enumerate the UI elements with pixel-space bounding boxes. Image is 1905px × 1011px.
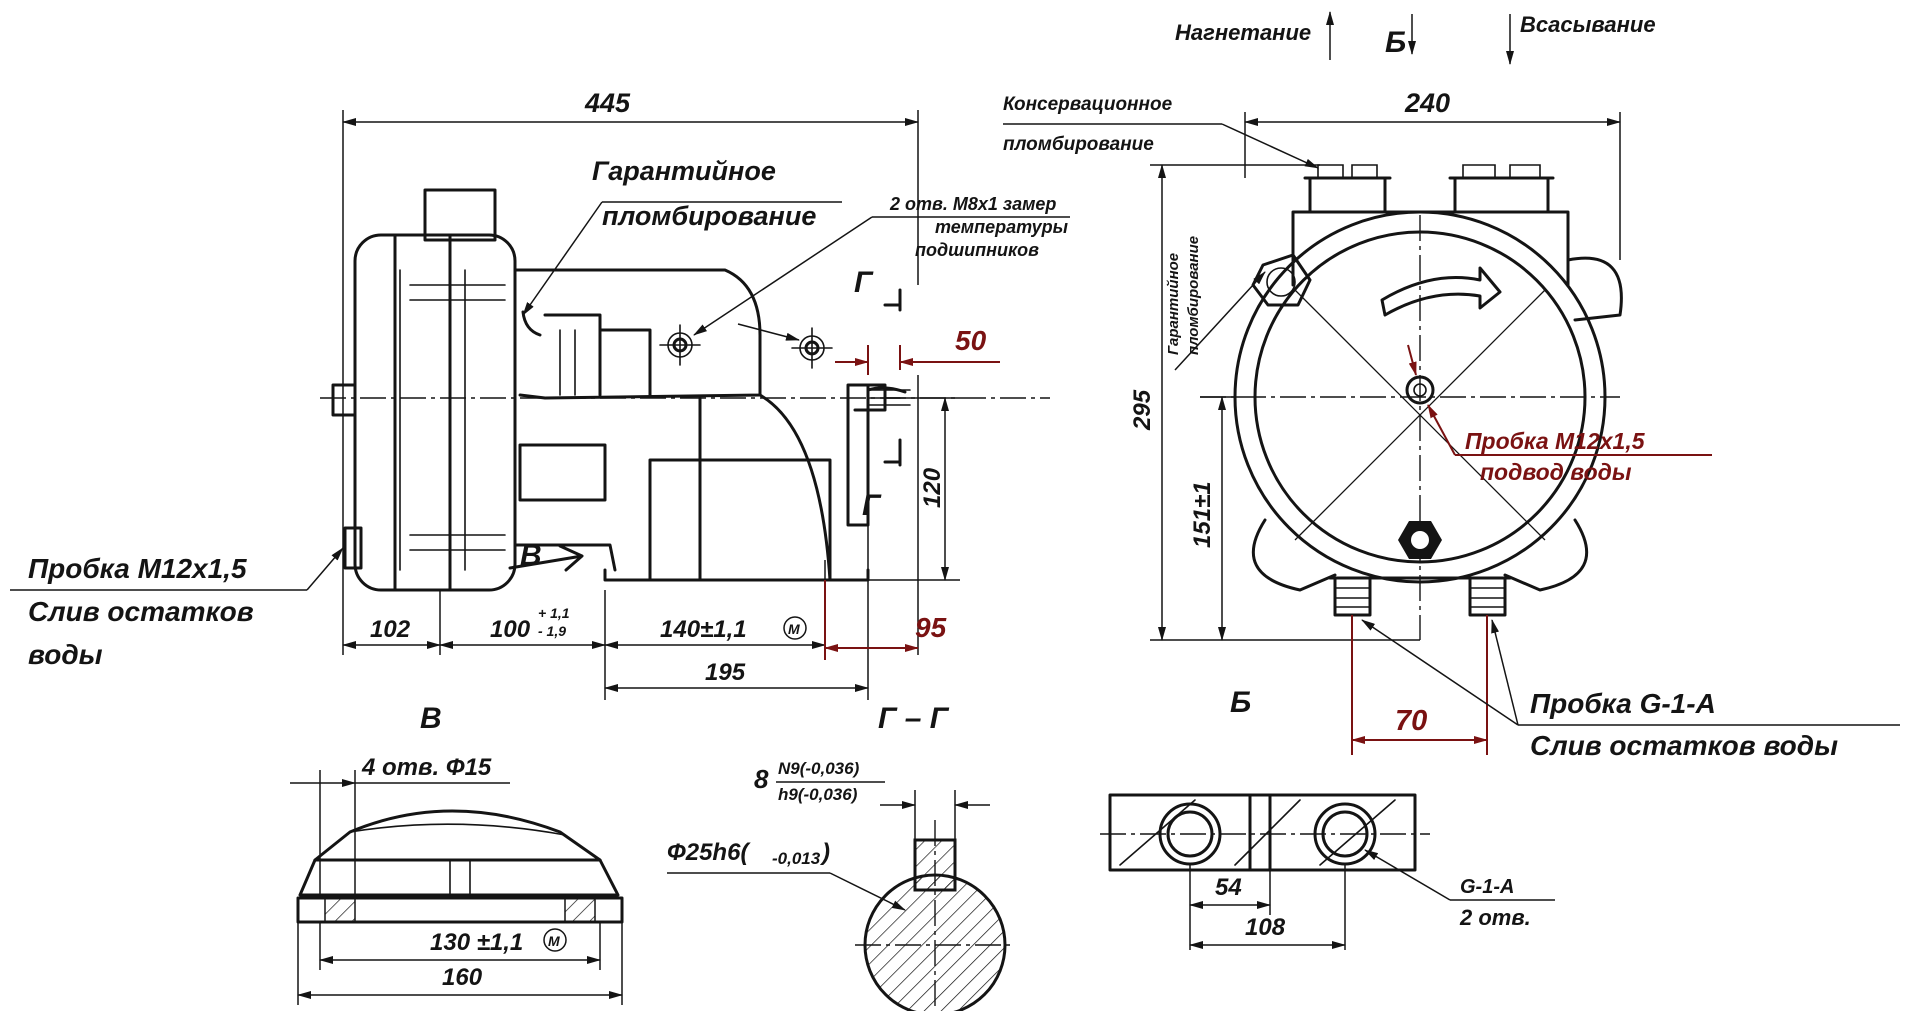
svg-text:M: M [548,933,560,949]
warranty-seal-line1: Гарантийное [592,156,776,186]
side-dim-95: 95 [915,612,947,643]
view-b-holes: 4 отв. Ф15 [361,754,492,781]
side-dim-100: 100 [490,616,531,643]
section-g-bottom-letter: Г [862,489,882,522]
view-b-direction-letter: Б [1385,26,1406,59]
dimension-m-mark [783,616,807,640]
view-b-arrow-letter: В [520,539,542,572]
bearing-holes-line1: 2 отв. М8х1 замер [889,194,1056,214]
outlet-flange: 54 108 G-1-A 2 отв. [1100,793,1555,950]
discharge-label: Нагнетание [1175,20,1311,45]
end-dim-height: 295 [1129,389,1156,431]
flange-thread: G-1-A [1460,876,1514,898]
side-view: 445 102 100 + 1,1 - 1,9 140±1,1 M 195 12… [10,88,1070,700]
g-plug-line1: Пробка G-1-A [1530,688,1716,719]
supply-plug-line1: Пробка М12х1,5 [1465,428,1646,454]
svg-text:M: M [788,621,800,637]
end-dim-151: 151±1 [1189,481,1216,548]
suction-label: Всасывание [1520,12,1656,37]
end-dim-width: 240 [1404,88,1450,118]
end-warranty-seal-line2: пломбирование [1185,236,1202,355]
side-dim-100-upper-tol: + 1,1 [538,605,570,621]
flange-count: 2 отв. [1459,905,1531,930]
shaft-diameter: Ф25h6( [667,839,751,866]
bearing-temperature-holes [659,324,833,369]
drain-plug-line3: воды [28,639,103,670]
side-dim-120: 120 [919,467,946,508]
key-tol-upper: N9(-0,036) [778,759,860,778]
view-b-title: Б [1230,686,1251,719]
side-dim-140: 140±1,1 [660,616,747,643]
side-dim-102: 102 [370,616,411,643]
flange-dim-108: 108 [1245,914,1286,941]
bearing-holes-line3: подшипников [915,240,1039,260]
section-g-g-title: Г – Г [878,702,950,735]
view-b-base: В 4 отв. Ф15 130 ±1,1 M 160 [290,702,624,1005]
shaft-tolerance: -0,013 [772,849,821,868]
drain-plug-line1: Пробка М12х1,5 [28,553,247,584]
side-dim-length: 445 [584,88,631,118]
side-dim-195: 195 [705,659,746,686]
pump-head [331,188,517,592]
end-dim-70: 70 [1395,705,1427,737]
key-width: 8 [754,764,769,794]
key-tol-lower: h9(-0,036) [778,785,858,804]
conservation-seal-line1: Консервационное [1003,94,1173,115]
bearing-holes-line2: температуры [935,217,1069,237]
g-plug-line2: Слив остатков воды [1530,730,1838,761]
section-g-top-letter: Г [854,266,874,299]
view-b-section-title: В [420,702,442,735]
view-b-dim-130: 130 ±1,1 [430,929,523,956]
end-view: 240 295 151±1 Консервационное пломбирова… [1003,88,1900,761]
shaft-close: ) [819,839,830,866]
drain-plug-line2: Слив остатков [28,596,254,627]
dimension-m-mark-b [543,928,567,952]
section-g-g: Г – Г 8 N9(-0,036) h9(-0,036) Ф25h6( -0,… [667,702,1015,1011]
flange-dim-54: 54 [1215,874,1242,901]
supply-plug-line2: подвод воды [1480,459,1632,485]
warranty-seal-line2: пломбирование [602,201,816,231]
view-b-dim-160: 160 [442,964,483,991]
rotation-direction-arrow [1380,266,1502,317]
bearing-housing [513,268,911,582]
side-dim-100-lower-tol: - 1,9 [538,623,566,639]
side-dim-50: 50 [955,325,987,356]
end-warranty-seal-line1: Гарантийное [1165,253,1182,355]
flow-indicators: Нагнетание Б Всасывание [1175,11,1656,65]
conservation-seal-line2: пломбирование [1003,134,1154,155]
